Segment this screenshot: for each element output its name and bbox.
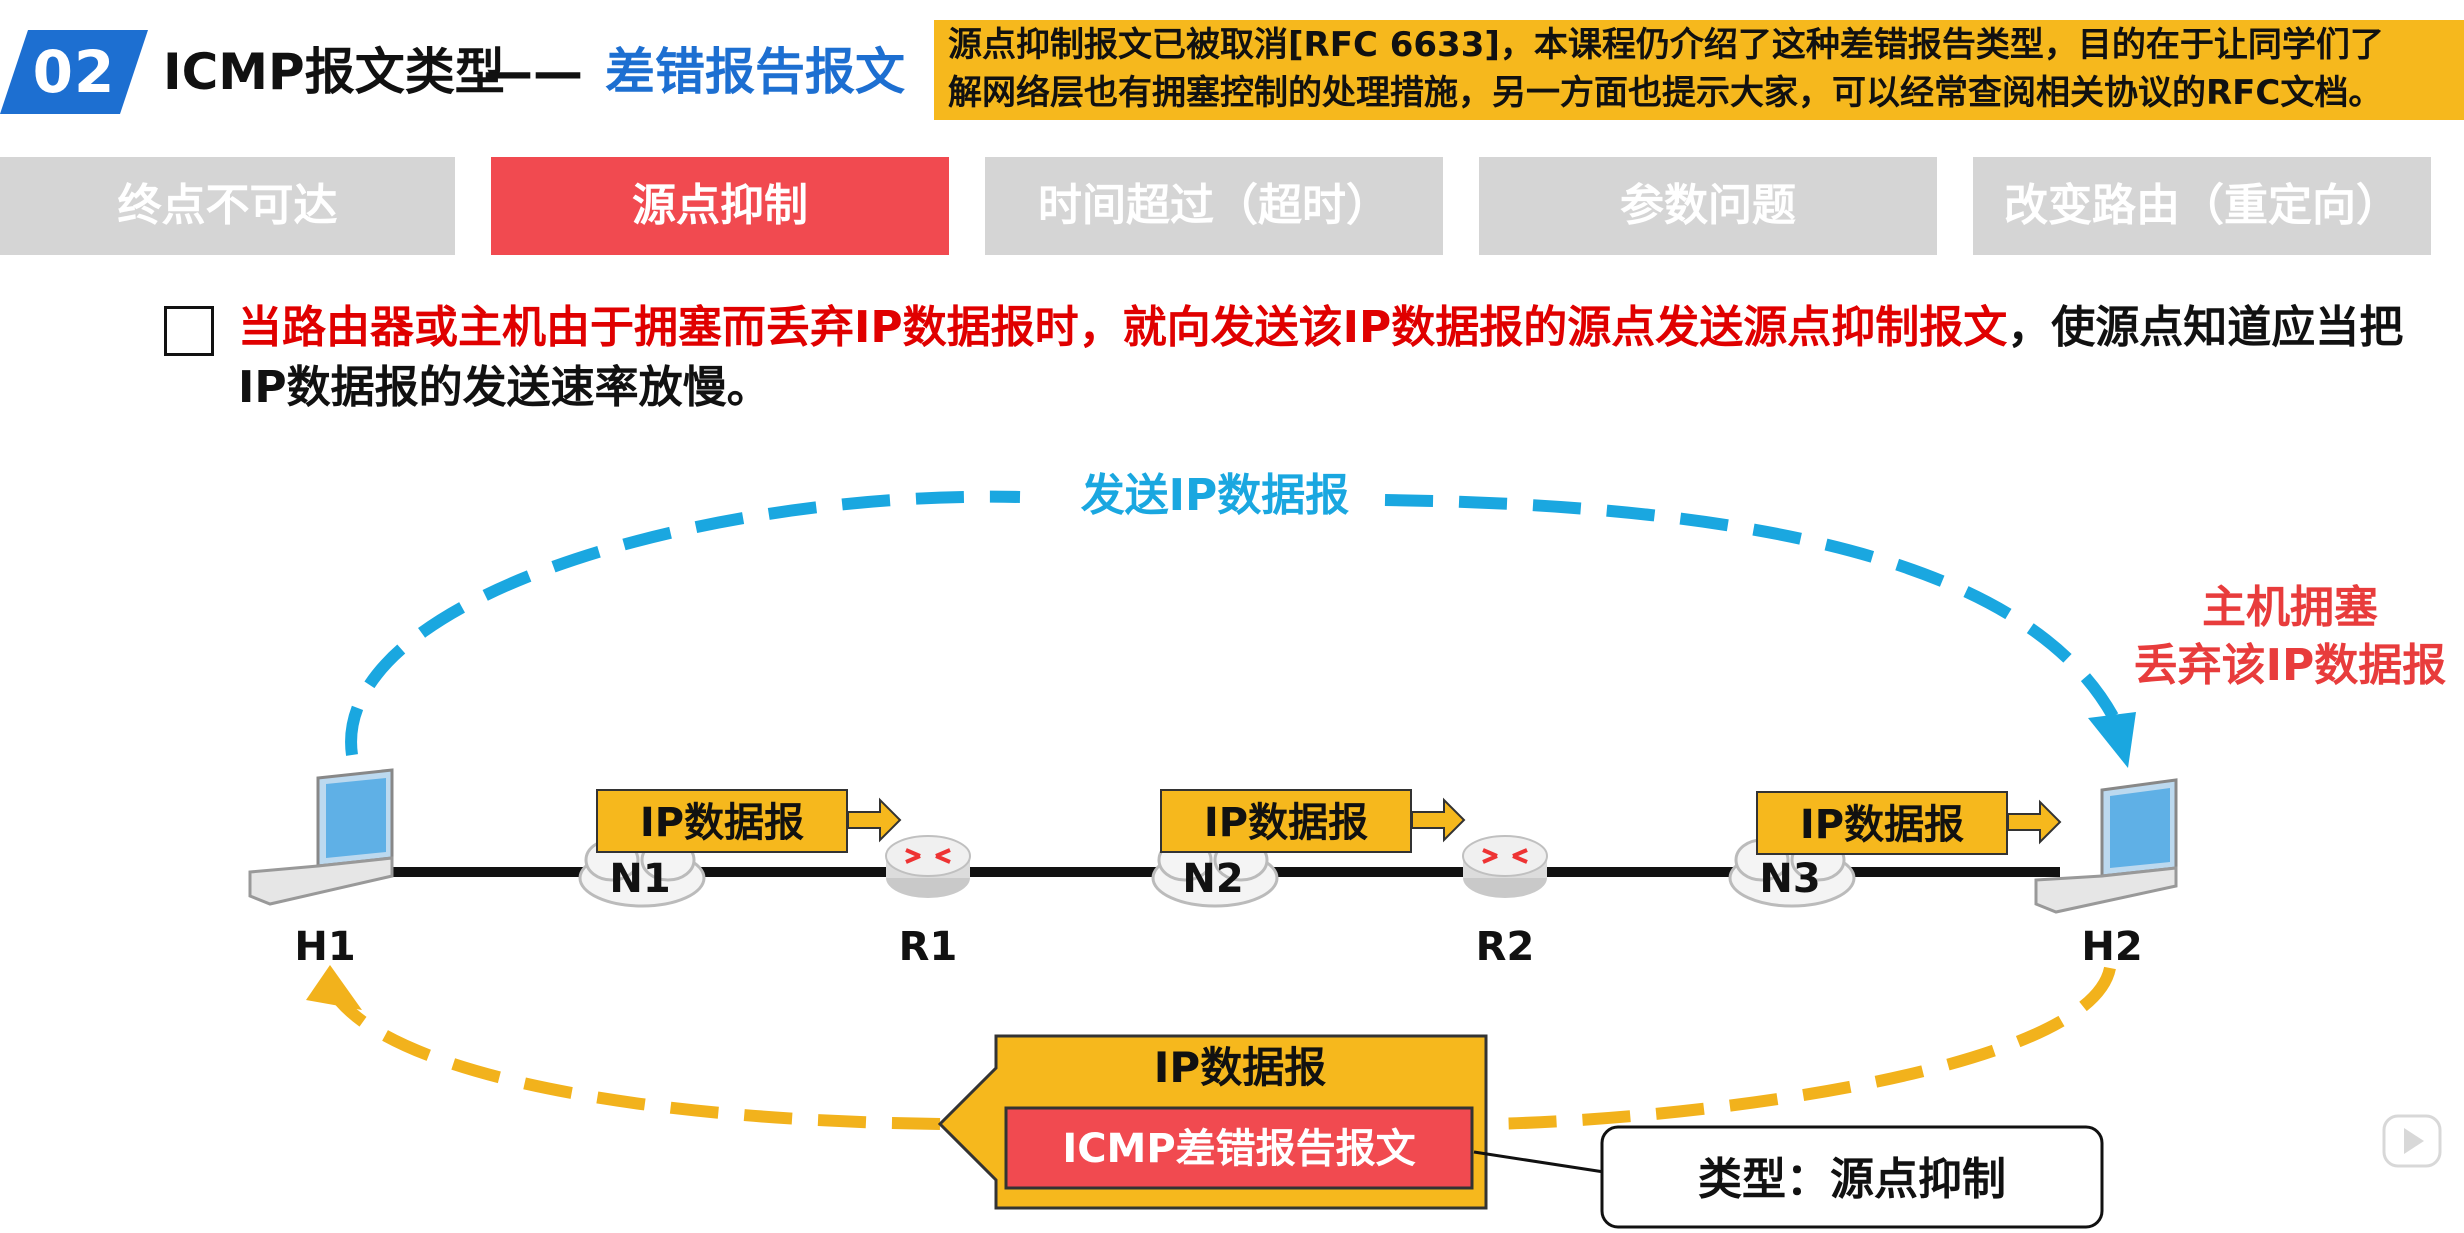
- rfc-note-box: 源点抑制报文已被取消[RFC 6633]，本课程仍介绍了这种差错报告类型，目的在…: [934, 20, 2464, 120]
- player-logo-icon: [2382, 1114, 2442, 1168]
- host-label-h2: H2: [2081, 924, 2142, 970]
- packet-n2: IP数据报: [1160, 789, 1466, 853]
- packet-label-1: IP数据报: [640, 800, 804, 846]
- laptop-h1-icon: [248, 768, 394, 906]
- network-label-n1: N1: [609, 856, 670, 902]
- bullet-checkbox: [164, 306, 214, 356]
- description-black: ，使源点知道应当把IP数据报的发送速率放慢。: [238, 302, 2404, 413]
- page-subtitle: 差错报告报文: [605, 43, 905, 101]
- return-packet-label: IP数据报: [1154, 1043, 1326, 1092]
- packet-label-2: IP数据报: [1204, 800, 1368, 846]
- tab-parameter-problem[interactable]: 参数问题: [1479, 157, 1937, 255]
- router-r1-icon: [885, 835, 971, 898]
- tab-time-exceeded[interactable]: 时间超过（超时）: [985, 157, 1443, 255]
- title-dash: ——: [483, 43, 583, 101]
- section-number-badge: 02: [0, 30, 148, 114]
- note-line-2: 解网络层也有拥塞控制的处理措施，另一方面也提示大家，可以经常查阅相关协议的RFC…: [948, 73, 2383, 113]
- type-callout-label: 类型：源点抑制: [1698, 1154, 2006, 1205]
- type-callout-box: [1600, 1125, 2104, 1229]
- router-label-r1: R1: [899, 924, 958, 970]
- tab-redirect[interactable]: 改变路由（重定向）: [1973, 157, 2431, 255]
- note-line-1: 源点抑制报文已被取消[RFC 6633]，本课程仍介绍了这种差错报告类型，目的在…: [948, 25, 2384, 65]
- network-cloud-n3: N3: [1728, 838, 1856, 908]
- packet-label-3: IP数据报: [1800, 802, 1964, 848]
- router-r2-icon: [1462, 835, 1548, 898]
- icmp-return-packet: IP数据报 ICMP差错报告报文: [937, 1034, 1488, 1210]
- send-arc-arrowhead: [2088, 712, 2136, 768]
- host-label-h1: H1: [294, 924, 355, 970]
- congestion-label-line2: 丢弃该IP数据报: [2134, 640, 2447, 691]
- send-arc-label: 发送IP数据报: [1081, 470, 1350, 521]
- network-label-n2: N2: [1182, 856, 1243, 902]
- send-arc: [345, 490, 2126, 756]
- router-label-r2: R2: [1476, 924, 1535, 970]
- tab-source-quench[interactable]: 源点抑制: [491, 157, 949, 255]
- network-label-n3: N3: [1759, 856, 1820, 902]
- callout-line: [1473, 1150, 1605, 1174]
- packet-n1: IP数据报: [596, 789, 902, 853]
- page-title: ICMP报文类型: [163, 43, 505, 101]
- packet-n3: IP数据报: [1756, 791, 2062, 855]
- return-arc-arrowhead: [306, 965, 362, 1010]
- description-red: 当路由器或主机由于拥塞而丢弃IP数据报时，就向发送该IP数据报的源点发送源点抑制…: [238, 302, 2008, 353]
- laptop-h2-icon: [2034, 778, 2178, 914]
- icmp-error-label: ICMP差错报告报文: [1062, 1126, 1415, 1172]
- tab-destination-unreachable[interactable]: 终点不可达: [0, 157, 455, 255]
- icmp-error-box: [1004, 1106, 1474, 1190]
- description-text: 当路由器或主机由于拥塞而丢弃IP数据报时，就向发送该IP数据报的源点发送源点抑制…: [238, 298, 2438, 418]
- return-arc: [326, 966, 2116, 1130]
- congestion-label-line1: 主机拥塞: [2202, 582, 2378, 633]
